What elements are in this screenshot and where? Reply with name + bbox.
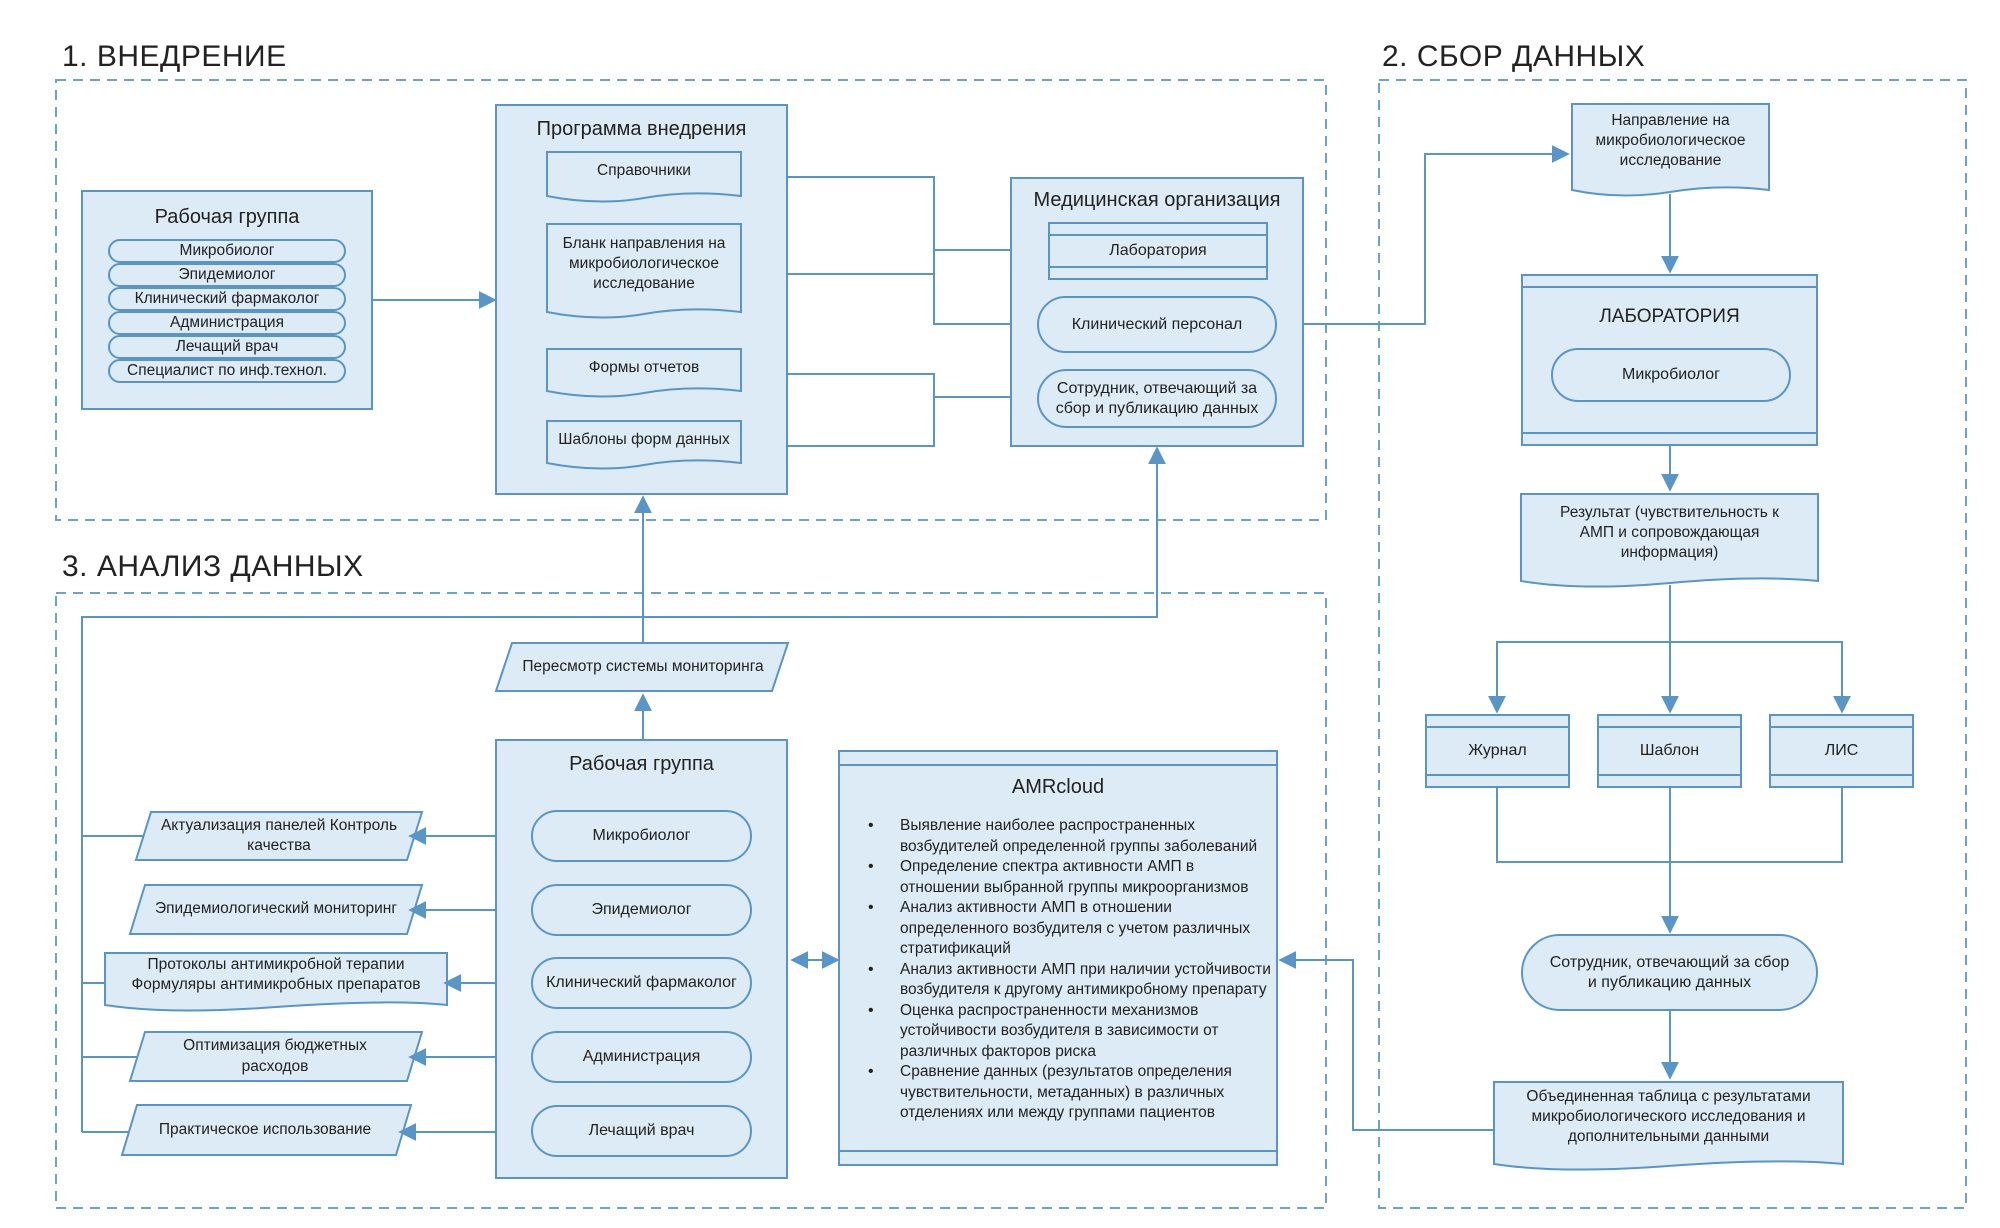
amrcloud-title: AMRcloud [1011,776,1105,798]
amrcloud-feature-3: Анализ активности АМП в отношении опреде… [868,898,1272,960]
collection-referral: Направление на микробиологическое исслед… [1595,111,1746,170]
analysis-output-budget: Оптимизация бюджетных расходов [183,1037,367,1075]
lab-microbiologist: Микробиолог [1551,348,1791,402]
para-shape-output-1 [134,811,424,861]
para-shape-output-5 [120,1104,413,1156]
program-doc-references: Справочники [597,161,691,179]
section-collection-region [1378,79,1967,1209]
med-org-lab: Лаборатория [1109,241,1207,259]
amrcloud-feature-1: Выявление наиболее распространенных возб… [868,816,1272,857]
working-group-title: Рабочая группа [154,206,300,228]
wg-member-epidemiologist: Эпидемиолог [108,263,346,287]
analysis-output-practical: Практическое использование [158,1120,372,1138]
journal-box: Журнал [1425,714,1570,788]
med-org-title: Медицинская организация [1033,189,1281,211]
template-box: Шаблон [1597,714,1742,788]
section-title-implementation: 1. ВНЕДРЕНИЕ [62,40,287,73]
wg-member-microbiologist: Микробиолог [108,239,346,263]
doc-shape-result [1520,493,1819,588]
analysis-member-administration: Администрация [531,1031,752,1083]
amrcloud-feature-6: Сравнение данных (результатов определени… [868,1062,1272,1124]
lis-box: ЛИС [1769,714,1914,788]
analysis-member-microbiologist: Микробиолог [531,810,752,862]
collection-journal: Журнал [1468,741,1527,759]
analysis-wg-title: Рабочая группа [569,753,714,775]
analysis-member-epidemiologist: Эпидемиолог [531,884,752,936]
program-doc-report-forms: Формы отчетов [588,358,700,376]
analysis-output-epi-monitoring: Эпидемиологический мониторинг [155,900,397,918]
section-analysis-region [55,592,1327,1209]
section-title-collection: 2. СБОР ДАННЫХ [1382,40,1646,73]
collection-data-employee: Сотрудник, отвечающий за сбор и публикац… [1521,934,1818,1011]
program-doc-referral-form: Бланк направления на микробиологическое … [562,234,726,293]
med-org-lab-box: Лаборатория [1048,222,1268,280]
collection-lis: ЛИС [1824,741,1859,759]
collection-result: Результат (чувствительность к АМП и сопр… [1560,503,1779,562]
laboratory-title: ЛАБОРАТОРИЯ [1599,306,1740,327]
wg-member-pharmacologist: Клинический фармаколог [108,287,346,311]
collection-template: Шаблон [1639,741,1700,759]
doc-shape-output-3 [104,952,448,1012]
section-implementation-region [55,79,1327,521]
med-org-data-employee: Сотрудник, отвечающий за сбор и публикац… [1037,369,1277,428]
doc-shape-combined [1493,1081,1844,1171]
wg-member-it-specialist: Специалист по инф.технол. [108,359,346,383]
analysis-output-qc: Актуализация панелей Контроль качества [160,816,398,854]
para-shape-review [494,642,790,692]
amrcloud-feature-5: Оценка распространенности механизмов уст… [868,1001,1272,1063]
amrcloud-feature-4: Анализ активности АМП при наличии устойч… [868,960,1272,1001]
collection-combined-table: Объединенная таблица с результатами микр… [1526,1087,1811,1146]
analysis-output-protocols: Протоколы антимикробной терапии Формуляр… [131,955,421,993]
wg-member-physician: Лечащий врач [108,335,346,359]
analysis-review: Пересмотр системы мониторинга [522,657,764,675]
amrcloud-feature-list: Выявление наиболее распространенных возб… [840,816,1272,1124]
para-shape-output-4 [128,1031,424,1082]
para-shape-output-2 [128,884,424,935]
program-doc-data-templates: Шаблоны форм данных [558,430,730,448]
doc-shape-referral [1571,103,1770,197]
program-title: Программа внедрения [536,118,747,140]
amrcloud-box: AMRcloud Выявление наиболее распростране… [838,750,1278,1166]
wg-member-administration: Администрация [108,311,346,335]
med-org-clinical-staff: Клинический персонал [1037,296,1277,353]
amrcloud-feature-2: Определение спектра активности АМП в отн… [868,857,1272,898]
analysis-member-pharmacologist: Клинический фармаколог [531,957,752,1009]
analysis-member-physician: Лечащий врач [531,1105,752,1157]
section-title-analysis: 3. АНАЛИЗ ДАННЫХ [62,550,364,583]
